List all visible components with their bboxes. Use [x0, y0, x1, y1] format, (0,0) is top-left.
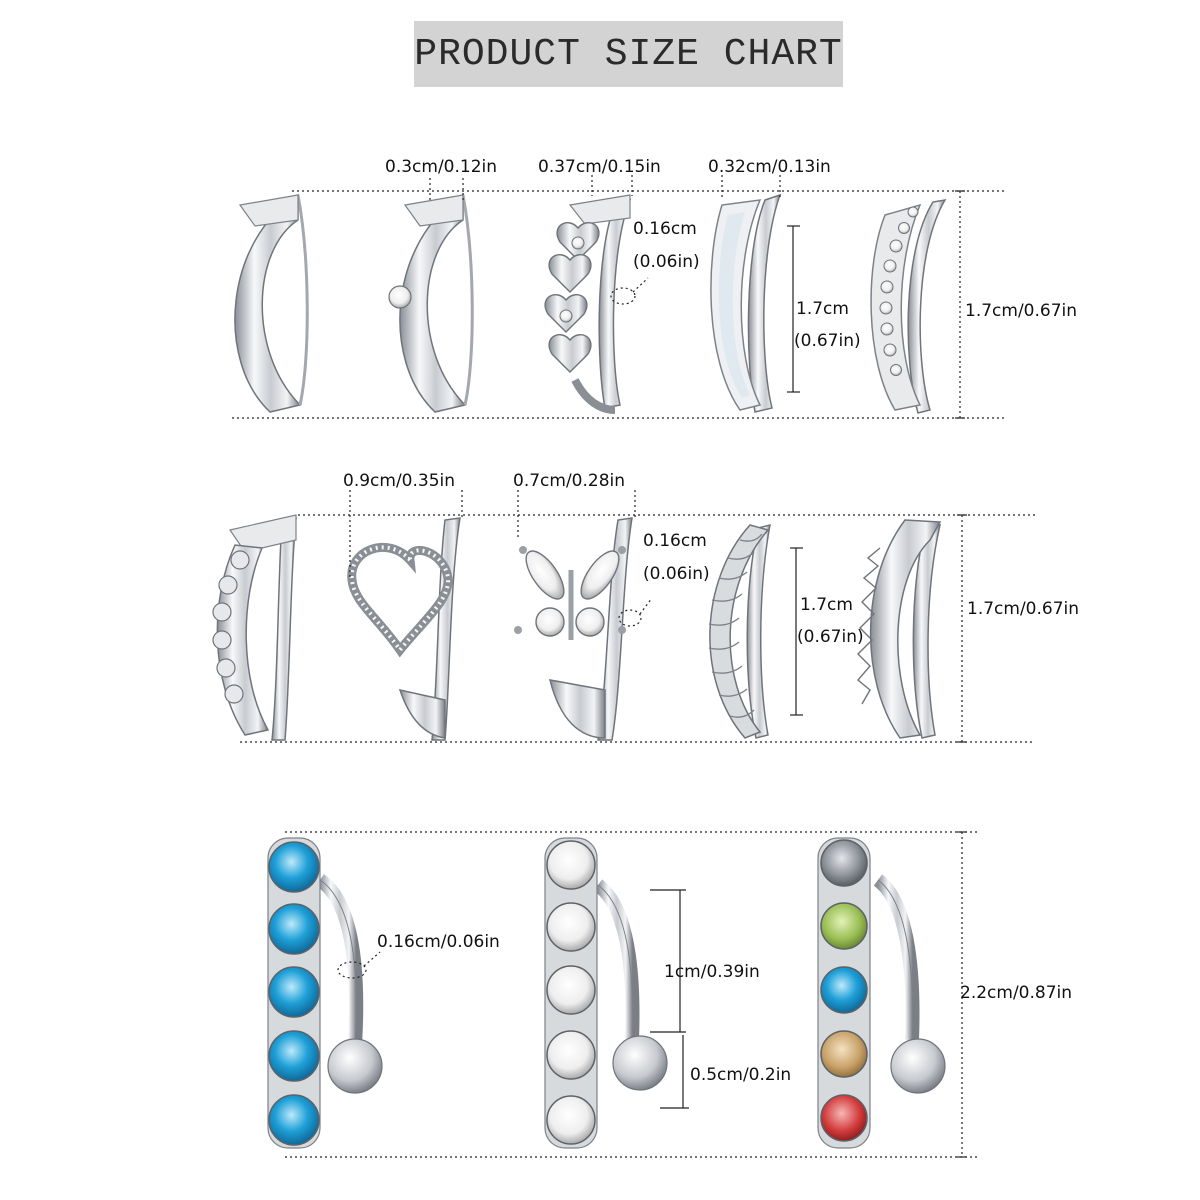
row1-thickness-in-label: (0.06in): [633, 252, 700, 272]
row3-ball-size-label: 0.5cm/0.2in: [690, 1065, 791, 1085]
row2-inner-height-cm-label: 1.7cm: [800, 595, 853, 615]
ring-opal: [710, 193, 782, 413]
row3-total-height-label: 2.2cm/0.87in: [960, 983, 1072, 1003]
row1-total-height-label: 1.7cm/0.67in: [965, 301, 1077, 321]
row2-total-height-label: 1.7cm/0.67in: [967, 599, 1079, 619]
pendant-blue: [267, 837, 383, 1149]
row1-thickness-cm-label: 0.16cm: [633, 219, 697, 239]
pendant-clear: [544, 837, 668, 1149]
ring-heart-outline: [347, 517, 461, 741]
row2-heart-width-label: 0.9cm/0.35in: [343, 471, 455, 491]
row2-butterfly-width-label: 0.7cm/0.28in: [513, 471, 625, 491]
row1-band-width-label: 0.32cm/0.13in: [708, 157, 831, 177]
ring-flowers: [212, 514, 297, 741]
row2-inner-height-in-label: (0.67in): [797, 627, 864, 647]
row2-thickness-cm-label: 0.16cm: [643, 531, 707, 551]
ring-plain: [234, 193, 309, 413]
row1-gem-width-label: 0.3cm/0.12in: [385, 157, 497, 177]
page-title: PRODUCT SIZE CHART: [414, 32, 843, 76]
row2-thickness-in-label: (0.06in): [643, 564, 710, 584]
pendant-multicolor: [817, 837, 946, 1149]
ring-channel-gems: [870, 198, 947, 414]
row1-heart-width-label: 0.37cm/0.15in: [538, 157, 661, 177]
row3-bar-length-label: 1cm/0.39in: [664, 962, 760, 982]
title-banner: PRODUCT SIZE CHART: [414, 21, 843, 87]
ring-twisted: [708, 523, 771, 739]
row1-inner-height-in-label: (0.67in): [794, 331, 861, 351]
row1-inner-height-cm-label: 1.7cm: [796, 299, 849, 319]
ring-hearts: [544, 194, 632, 414]
ring-spiked: [857, 519, 942, 739]
ring-single-gem: [388, 193, 474, 413]
ring-butterfly: [514, 517, 633, 741]
row3-thickness-label: 0.16cm/0.06in: [377, 932, 500, 952]
